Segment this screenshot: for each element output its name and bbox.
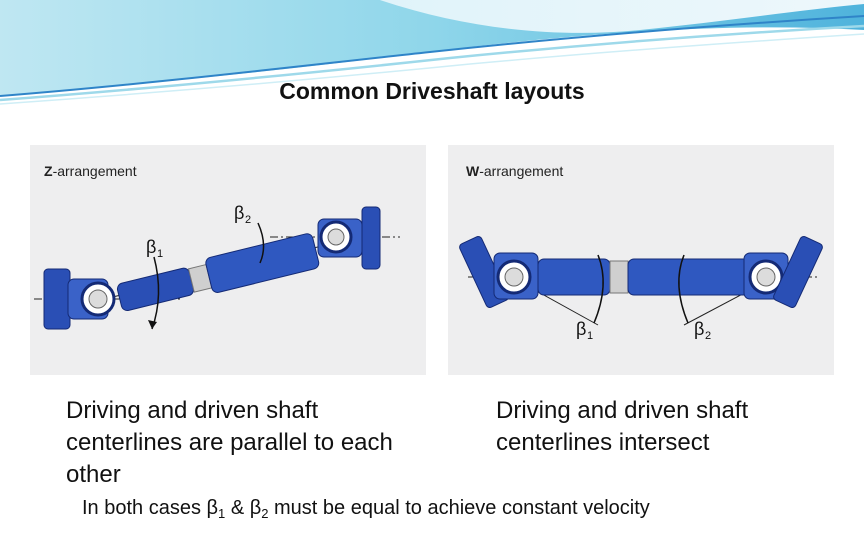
w-left-yoke xyxy=(459,236,539,308)
z-right-yoke xyxy=(317,206,381,270)
w-label-bold: W xyxy=(466,163,480,179)
z-label-rest: -arrangement xyxy=(52,163,137,179)
w-right-yoke xyxy=(743,236,823,308)
w-arrangement-panel: W-arrangement β 1 β xyxy=(448,145,834,375)
w-description: Driving and driven shaft centerlines int… xyxy=(496,397,749,456)
footer-sub2: 2 xyxy=(261,506,269,521)
footer-mid: & β xyxy=(225,497,262,519)
w-arrangement-diagram: β 1 β 2 xyxy=(459,236,823,342)
w-beta1-subscript: 1 xyxy=(587,330,593,342)
z-shaft xyxy=(116,233,320,312)
w-beta2-subscript: 2 xyxy=(705,330,711,342)
z-beta2-subscript: 2 xyxy=(245,214,251,226)
w-beta1-symbol: β xyxy=(576,319,586,339)
footer-note: In both cases β1 & β2 must be equal to a… xyxy=(82,497,650,521)
z-description: Driving and driven shaft centerlines are… xyxy=(66,397,393,488)
w-beta2-symbol: β xyxy=(694,319,704,339)
footer-suffix: must be equal to achieve constant veloci… xyxy=(268,497,650,519)
header-wave-decoration xyxy=(0,0,864,105)
z-arrangement-label: Z-arrangement xyxy=(44,163,137,179)
w-label-rest: -arrangement xyxy=(479,163,564,179)
w-shaft xyxy=(537,258,753,296)
z-left-yoke xyxy=(43,268,116,330)
z-arrangement-panel: Z-arrangement β 1 xyxy=(30,145,426,375)
z-beta2-symbol: β xyxy=(234,203,244,223)
footer-prefix: In both cases β xyxy=(82,497,219,519)
z-label-bold: Z xyxy=(44,163,53,179)
slide-title: Common Driveshaft layouts xyxy=(279,78,585,104)
z-arrangement-diagram: β 1 β 2 xyxy=(34,203,400,330)
footer-sub1: 1 xyxy=(218,506,226,521)
w-arrangement-label: W-arrangement xyxy=(466,163,563,179)
z-beta1-subscript: 1 xyxy=(157,248,163,260)
z-beta1-symbol: β xyxy=(146,237,156,257)
